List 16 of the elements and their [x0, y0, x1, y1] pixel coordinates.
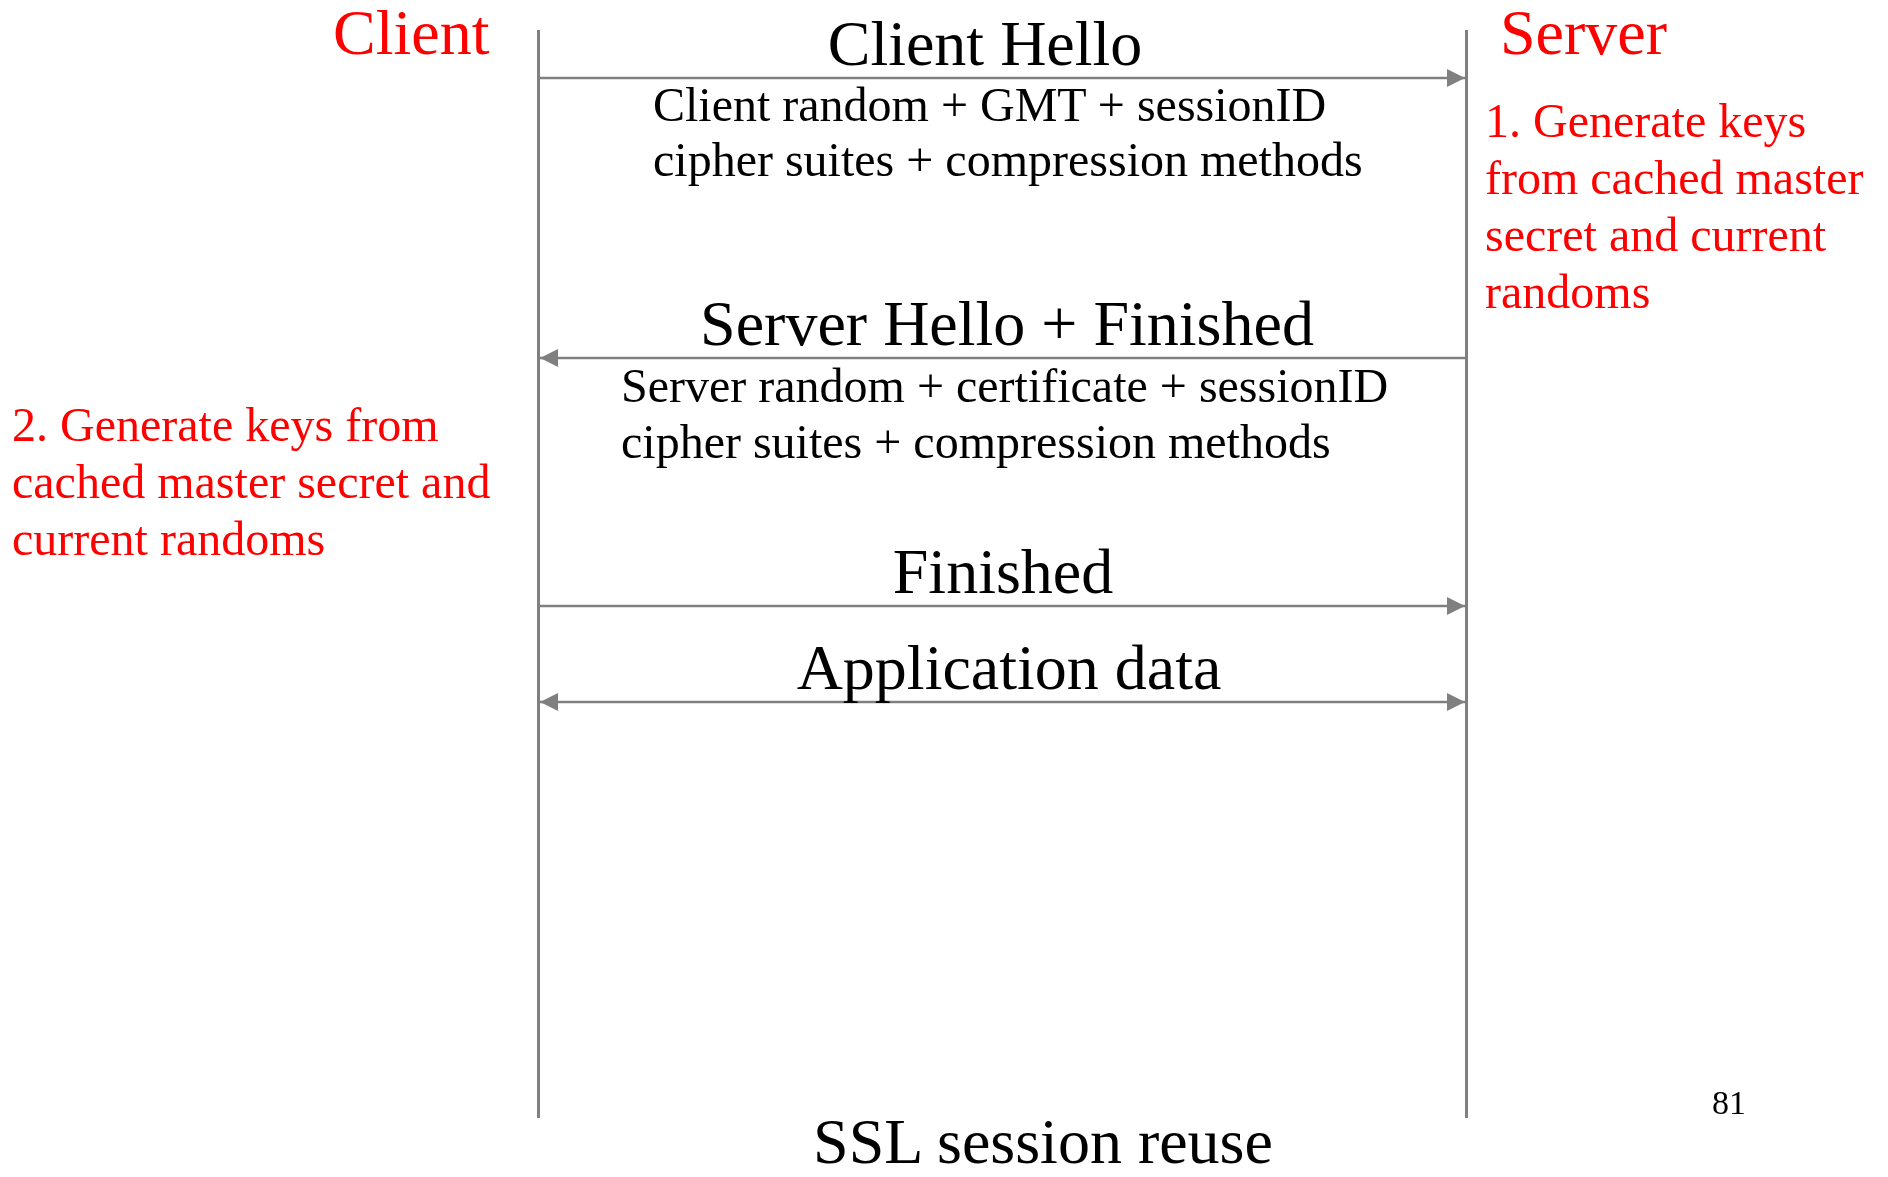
actor-label: Server: [1500, 0, 1668, 70]
arrow: [540, 597, 1465, 615]
arrow: [540, 349, 1465, 367]
arrow: [540, 69, 1465, 87]
arrow: [540, 693, 1465, 711]
message-detail: cipher suites + compression methods: [653, 132, 1363, 188]
actor-label: Client: [333, 0, 490, 70]
step-note: 1. Generate keys from cached master secret and current randoms: [1485, 93, 1865, 320]
caption: SSL session reuse: [813, 1110, 1273, 1174]
lifeline: [537, 30, 540, 1118]
message-detail: cipher suites + compression methods: [621, 414, 1331, 470]
message-detail: Client random + GMT + sessionID: [653, 77, 1327, 133]
page-number: 81: [1712, 1083, 1746, 1123]
lifeline: [1465, 30, 1468, 1118]
step-note: 2. Generate keys from cached master secret and current randoms: [12, 397, 492, 567]
message-detail: Server random + certificate + sessionID: [621, 358, 1389, 414]
